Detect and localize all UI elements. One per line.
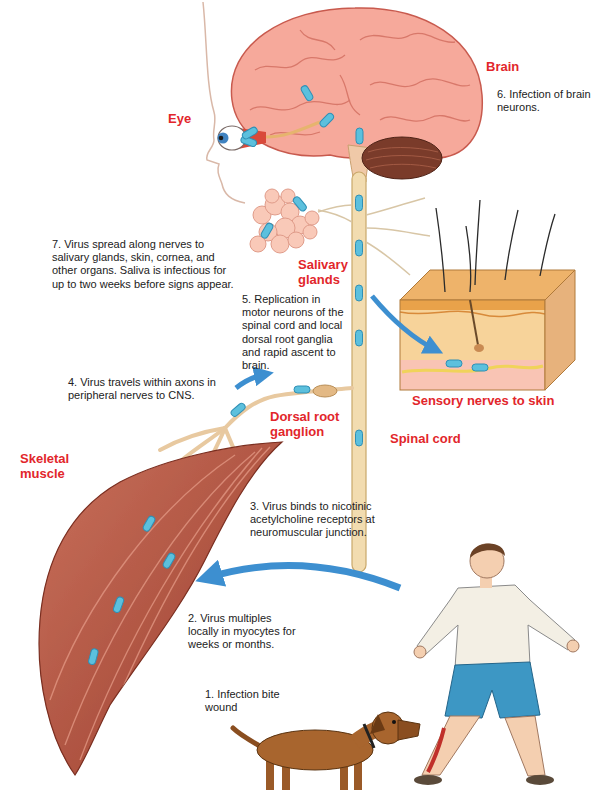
step-note: 6. Infection of brain neurons. (497, 88, 592, 114)
part-label: Eye (168, 112, 191, 127)
step-note: 3. Virus binds to nicotinic acetylcholin… (250, 500, 395, 540)
step-note: 1. Infection bite wound (205, 688, 300, 714)
step-note: 7. Virus spread along nerves to salivary… (52, 238, 237, 291)
part-label: Skeletal muscle (20, 452, 100, 482)
step-note: 2. Virus multiples locally in myocytes f… (188, 612, 300, 652)
part-label: Dorsal root ganglion (270, 410, 348, 440)
part-label: Salivary glands (298, 258, 370, 288)
step-note: 4. Virus travels within axons in periphe… (68, 376, 228, 402)
part-label: Sensory nerves to skin (412, 394, 554, 409)
part-label: Spinal cord (390, 432, 461, 447)
part-label: Brain (486, 60, 519, 75)
step-note: 5. Replication in motor neurons of the s… (242, 293, 350, 372)
